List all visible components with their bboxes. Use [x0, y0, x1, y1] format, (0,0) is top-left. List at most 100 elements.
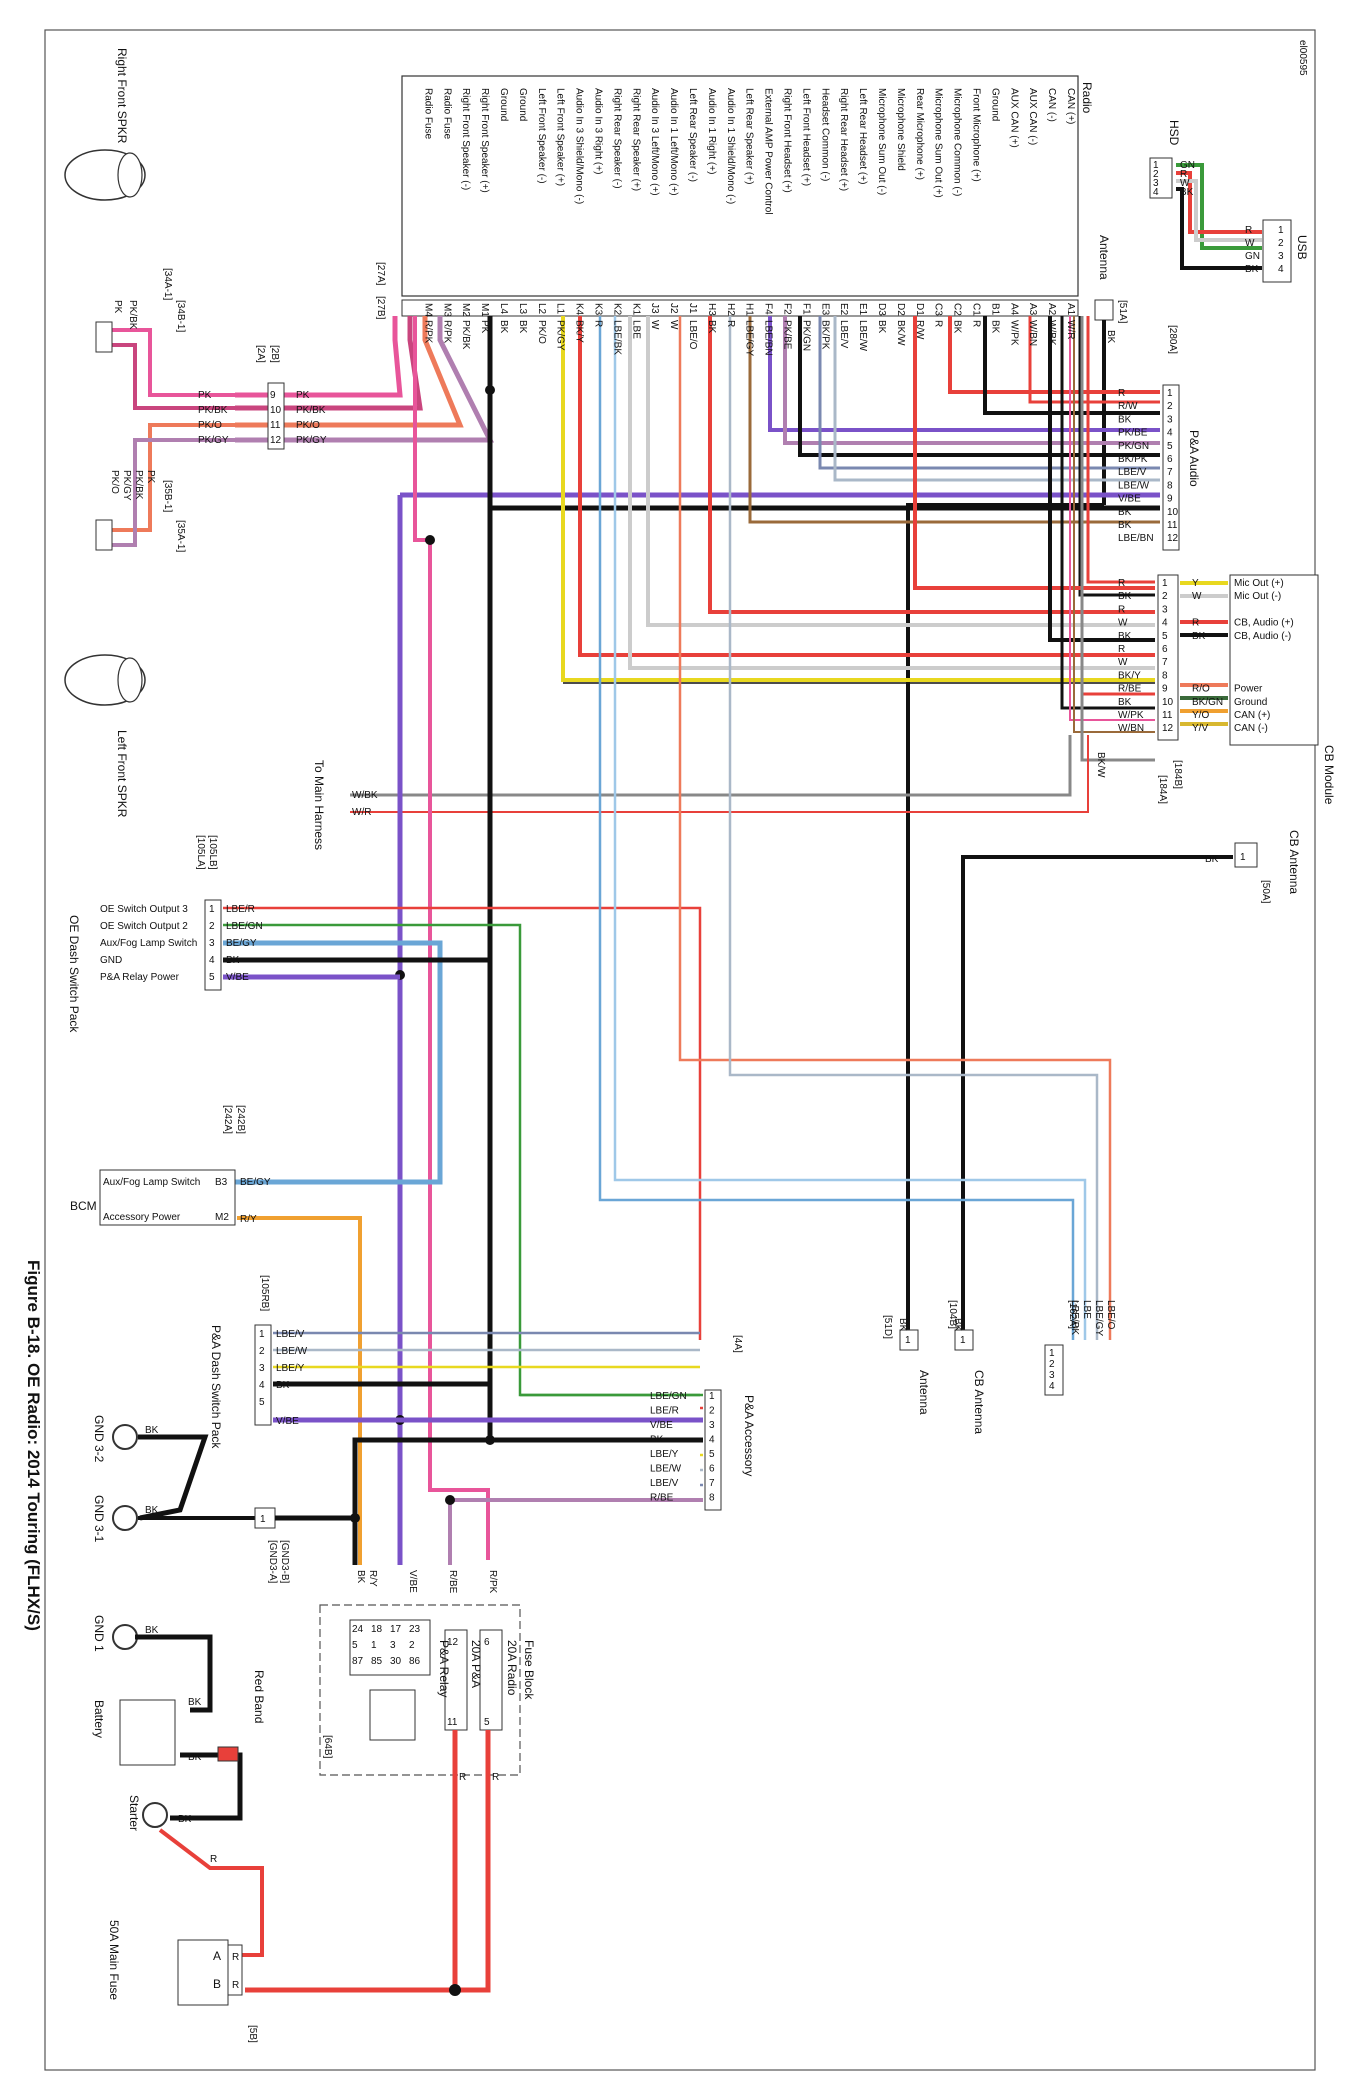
radio-pin-wire: LBE/V	[838, 320, 849, 349]
cb-right-label: Power	[1234, 684, 1263, 695]
wire-r	[578, 316, 1155, 657]
pa-audio-pin: 12	[1167, 533, 1179, 544]
oe-dash-label-2: OE Switch Output 2	[100, 921, 188, 932]
pa-fuse-pin: 12	[447, 1637, 459, 1648]
hsd-title: HSD	[1167, 120, 1181, 146]
radio-pin-wire: BK/PK	[819, 320, 830, 350]
splice-dot	[350, 1513, 360, 1523]
cb-pin: 5	[1162, 631, 1168, 642]
radio-pin-wire: BK	[498, 320, 509, 334]
cb-left-wire: BK	[1118, 697, 1132, 708]
usb-box	[1262, 219, 1292, 283]
rf-conn-34a1: [34A-1]	[162, 268, 173, 300]
pa-accessory-wire: LBE/Y	[650, 1449, 679, 1460]
starter-bk-wire: BK	[178, 1814, 192, 1825]
pa-audio-wire: LBE/W	[1118, 480, 1150, 491]
cb-pin: 8	[1162, 670, 1168, 681]
pa-audio-pin: 5	[1167, 441, 1173, 452]
radio-pin-name: Left Front Speaker (-)	[536, 88, 547, 184]
main-harness-wr: W/R	[352, 807, 371, 818]
radio-pin-id: M4	[422, 303, 433, 317]
radio-pin-id: F2	[782, 303, 793, 315]
conn-162a-pin: 3	[1049, 1370, 1055, 1381]
radio-pin-name: Ground	[517, 88, 528, 121]
cb-left-wire: R	[1118, 644, 1125, 655]
conn-162a-wire: LBE/BK	[1069, 1300, 1080, 1335]
lf-spkr-wire: PK/O	[109, 470, 120, 494]
radio-pin-id: C2	[952, 303, 963, 316]
radio-pin-wire: W/BK	[1046, 320, 1057, 346]
radio-connector-block	[401, 299, 1079, 317]
pa-accessory-title: P&A Accessory	[742, 1395, 756, 1476]
conn-2-wire-left: PK/GY	[198, 435, 229, 446]
radio-pin-wire: BK/Y	[574, 320, 585, 343]
pa-audio-conn: [280A]	[1167, 325, 1178, 354]
bcm-conn-a: [242A]	[222, 1105, 233, 1134]
conn-162a-wire: LBE/O	[1105, 1300, 1116, 1330]
cb-right-wire: Y/O	[1192, 710, 1209, 721]
conn-162a-pin: 2	[1049, 1359, 1055, 1370]
pa-dash-wire-2: LBE/W	[276, 1346, 308, 1357]
radio-pin-id: C1	[971, 303, 982, 316]
wire-pkbk	[110, 343, 235, 410]
pa-audio-pin: 9	[1167, 494, 1173, 505]
cb-pin: 9	[1162, 684, 1168, 695]
radio-pin-id: L3	[517, 303, 528, 315]
pa-accessory-pin: 8	[709, 1493, 715, 1504]
radio-pin-name: AUX CAN (+)	[1008, 88, 1019, 148]
main-harness-wbk: W/BK	[352, 790, 378, 801]
gnd-wire: BK	[145, 1625, 159, 1636]
radio-pin-id: L4	[498, 303, 509, 315]
wire-lbev	[818, 316, 1160, 470]
conn-162a-wire: LBE/GY	[1093, 1300, 1104, 1336]
radio-pin-id: M2	[460, 303, 471, 317]
radio-pin-name: Right Front Headset (+)	[782, 88, 793, 193]
wire-wpk	[1069, 316, 1155, 721]
wire-layer	[64, 75, 1319, 2006]
usb-wire: GN	[1245, 251, 1260, 262]
conn-162a-pin: 4	[1049, 1381, 1055, 1392]
page-frame	[44, 29, 1316, 2071]
wire-bk	[1060, 316, 1155, 710]
relay-label: P&A Relay	[437, 1640, 451, 1697]
splice-dot	[445, 1495, 455, 1505]
relay-pin: 5	[352, 1640, 358, 1651]
radio-pin-wire: W	[649, 320, 660, 330]
lf-conn-35b1: [35B-1]	[162, 480, 173, 512]
usb-pin: 2	[1278, 238, 1284, 249]
cb-pin: 7	[1162, 657, 1168, 668]
radio-pin-name: Left Rear Speaker (+)	[744, 88, 755, 184]
fuse-block-conn: [64B]	[322, 1735, 333, 1759]
wire-r	[1176, 171, 1262, 234]
radio-pin-name: Radio Fuse	[441, 88, 452, 140]
radio-pin-id: A3	[1027, 303, 1038, 316]
radio-pin-name: Right Rear Speaker (+)	[630, 88, 641, 191]
pa-audio-wire: LBE/V	[1118, 467, 1147, 478]
starter-wire: R	[210, 1854, 217, 1865]
cb-antenna-top-wire: BK	[1205, 854, 1219, 865]
fuse-out-wire: R	[492, 1772, 499, 1783]
cb-antenna-top-pin: 1	[1240, 852, 1246, 863]
oe-dash-wire-5: V/BE	[226, 972, 249, 983]
gnd-wire: BK	[145, 1505, 159, 1516]
radio-pin-wire: W/BN	[1027, 320, 1038, 346]
radio-pin-name: Headset Common (-)	[819, 88, 830, 181]
radio-pin-id: L2	[536, 303, 547, 315]
wire-w	[1176, 179, 1262, 242]
wire-ry	[237, 1216, 362, 1565]
radio-pin-name: CAN (+)	[1065, 88, 1076, 124]
conn-2-pin: 11	[270, 420, 281, 431]
cb-left-wire: W	[1118, 657, 1128, 668]
cb-left-wire: R	[1118, 578, 1125, 589]
cb-right-label: CB, Audio (+)	[1234, 618, 1294, 629]
pa-dash-pin: 4	[259, 1380, 265, 1391]
cb-right-label: CAN (-)	[1234, 723, 1268, 734]
pa-accessory-pin: 2	[709, 1406, 715, 1417]
radio-pin-wire: LBE/W	[857, 320, 868, 352]
splice-dot	[449, 1984, 461, 1996]
radio-pin-id: H2	[725, 303, 736, 316]
cb-left-wire: BK/Y	[1118, 670, 1141, 681]
gnd-3-1-label: GND 3-1	[92, 1495, 106, 1543]
radio-pin-name: CAN (-)	[1046, 88, 1057, 122]
